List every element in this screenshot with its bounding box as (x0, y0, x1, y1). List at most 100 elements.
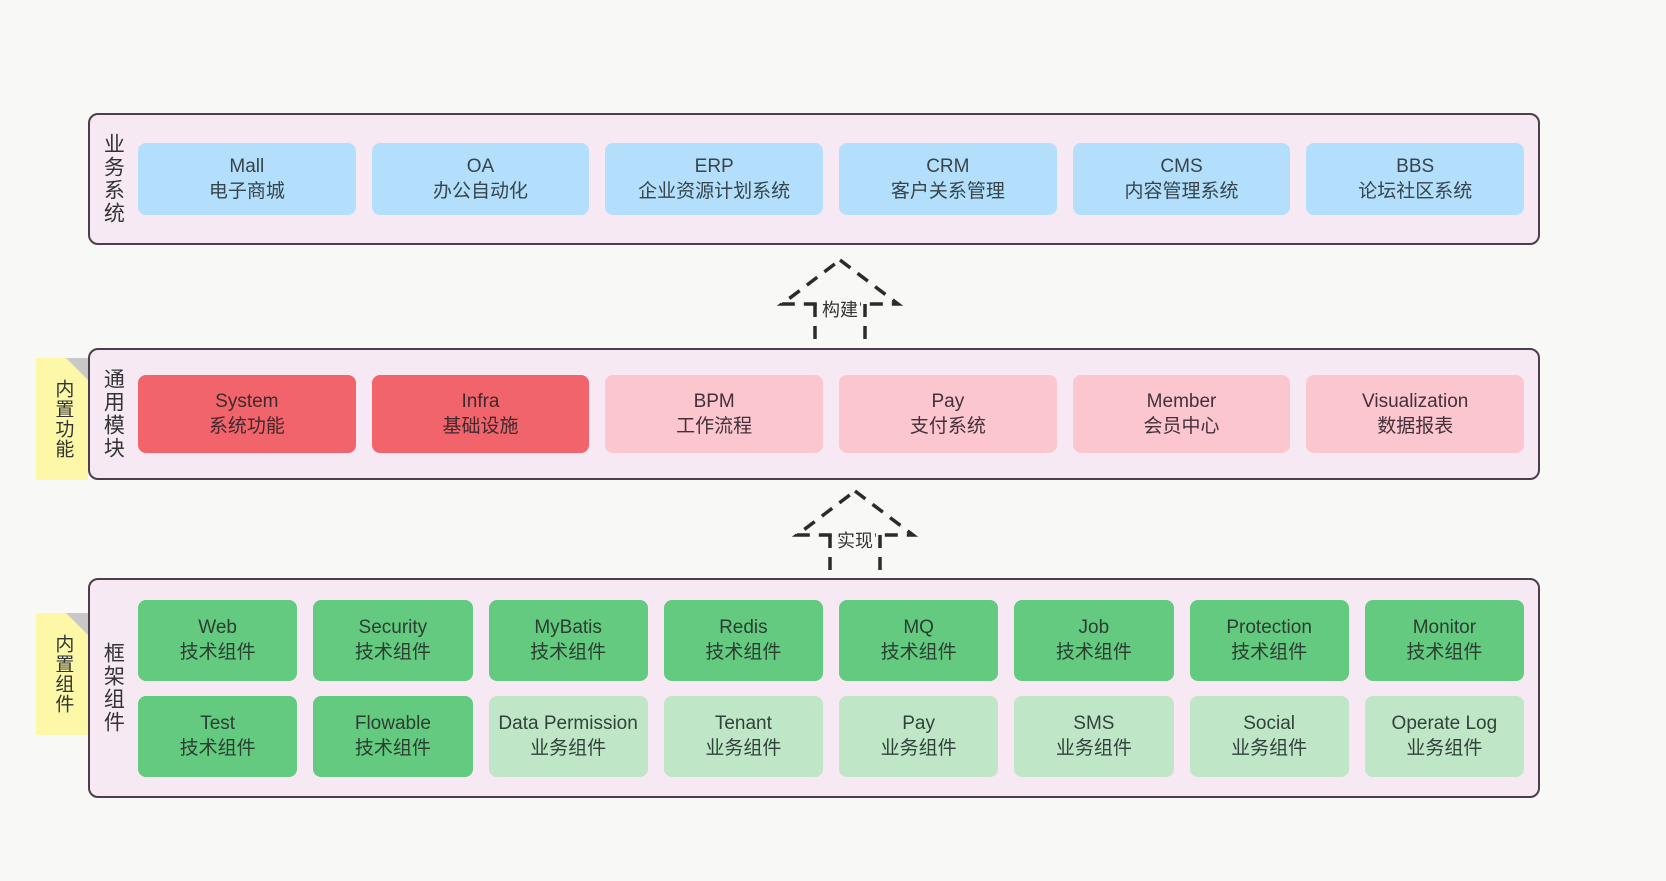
module-card-pay[interactable]: Pay 支付系统 (839, 375, 1057, 453)
module-card-subtitle: 业务组件 (1055, 738, 1132, 759)
layer-body-framework-component: Web 技术组件 Security 技术组件 MyBatis 技术组件 Redi… (134, 580, 1538, 796)
module-card-title: Mall (229, 155, 265, 177)
module-card-subtitle: 企业资源计划系统 (638, 181, 791, 202)
module-card-subtitle: 办公自动化 (433, 181, 529, 202)
layer-framework-component: 框架组件 Web 技术组件 Security 技术组件 MyBatis 技术组件… (88, 578, 1540, 798)
layer-common-module: 通用模块 System 系统功能 Infra 基础设施 BPM 工作流程 Pay… (88, 348, 1540, 480)
module-card-operate-log[interactable]: Operate Log 业务组件 (1364, 695, 1524, 777)
module-card-title: Security (358, 616, 428, 638)
sticky-note-builtin-components: 内置组件 (36, 613, 88, 735)
module-card-title: Flowable (354, 712, 431, 734)
module-card-title: Infra (461, 390, 500, 412)
layer-body-common-module: System 系统功能 Infra 基础设施 BPM 工作流程 Pay 支付系统… (134, 350, 1538, 478)
module-card-title: BPM (693, 390, 735, 412)
module-card-test[interactable]: Test 技术组件 (138, 695, 298, 777)
module-card-erp[interactable]: ERP 企业资源计划系统 (605, 143, 824, 215)
module-card-title: CMS (1160, 155, 1203, 177)
module-card-subtitle: 技术组件 (179, 738, 256, 759)
module-card-subtitle: 工作流程 (676, 416, 753, 437)
module-card-bpm[interactable]: BPM 工作流程 (605, 375, 824, 453)
module-card-bbs[interactable]: BBS 论坛社区系统 (1306, 143, 1525, 215)
module-card-infra[interactable]: Infra 基础设施 (371, 375, 590, 453)
module-card-subtitle: 业务组件 (705, 738, 782, 759)
module-card-data-permission[interactable]: Data Permission 业务组件 (488, 695, 648, 777)
module-card-title: Web (198, 616, 237, 638)
module-card-subtitle: 系统功能 (208, 416, 285, 437)
module-card-subtitle: 技术组件 (354, 738, 431, 759)
module-card-title: Redis (719, 616, 768, 638)
module-card-subtitle: 业务组件 (1231, 738, 1308, 759)
connector-build-label: 构建 (820, 296, 860, 322)
module-card-title: Member (1146, 390, 1217, 412)
module-card-mybatis[interactable]: MyBatis 技术组件 (488, 599, 648, 681)
module-card-subtitle: 支付系统 (909, 416, 986, 437)
module-card-subtitle: 基础设施 (442, 416, 519, 437)
module-card-pay-business[interactable]: Pay 业务组件 (839, 695, 999, 777)
module-card-cms[interactable]: CMS 内容管理系统 (1072, 143, 1291, 215)
module-card-system[interactable]: System 系统功能 (138, 375, 356, 453)
module-card-title: MyBatis (534, 616, 602, 638)
sticky-note-label: 内置组件 (52, 634, 74, 714)
module-card-security[interactable]: Security 技术组件 (313, 599, 473, 681)
layer-row: System 系统功能 Infra 基础设施 BPM 工作流程 Pay 支付系统… (138, 375, 1525, 453)
module-card-member[interactable]: Member 会员中心 (1072, 375, 1291, 453)
module-card-title: Job (1078, 616, 1110, 638)
module-card-title: OA (466, 155, 495, 177)
connector-realize-label: 实现 (835, 527, 875, 553)
module-card-title: Pay (931, 390, 965, 412)
layer-business-system: 业务系统 Mall 电子商城 OA 办公自动化 ERP 企业资源计划系统 CRM… (88, 113, 1540, 245)
layer-title-framework-component: 框架组件 (101, 642, 125, 734)
module-card-title: Visualization (1362, 390, 1469, 412)
connector-build: 构建 (760, 256, 920, 356)
module-card-subtitle: 内容管理系统 (1124, 181, 1239, 202)
module-card-visualization[interactable]: Visualization 数据报表 (1306, 375, 1525, 453)
module-card-social[interactable]: Social 业务组件 (1189, 695, 1349, 777)
module-card-protection[interactable]: Protection 技术组件 (1189, 599, 1349, 681)
layer-title-common-module: 通用模块 (101, 368, 125, 460)
module-card-redis[interactable]: Redis 技术组件 (663, 599, 823, 681)
sticky-fold-corner-icon (66, 358, 88, 380)
module-card-web[interactable]: Web 技术组件 (138, 599, 298, 681)
sticky-note-label: 内置功能 (52, 379, 74, 459)
module-card-oa[interactable]: OA 办公自动化 (371, 143, 590, 215)
module-card-sms[interactable]: SMS 业务组件 (1014, 695, 1174, 777)
module-card-subtitle: 业务组件 (1406, 738, 1483, 759)
module-card-mq[interactable]: MQ 技术组件 (839, 599, 999, 681)
module-card-subtitle: 技术组件 (705, 642, 782, 663)
module-card-crm[interactable]: CRM 客户关系管理 (839, 143, 1057, 215)
layer-row: Web 技术组件 Security 技术组件 MyBatis 技术组件 Redi… (138, 599, 1524, 681)
module-card-subtitle: 技术组件 (179, 642, 256, 663)
layer-title-business-system: 业务系统 (101, 133, 125, 225)
module-card-subtitle: 业务组件 (880, 738, 957, 759)
module-card-subtitle: 论坛社区系统 (1358, 181, 1473, 202)
generalization-arrowhead (791, 488, 919, 537)
module-card-title: MQ (903, 616, 934, 638)
module-card-subtitle: 数据报表 (1377, 416, 1454, 437)
module-card-title: Tenant (714, 712, 772, 734)
generalization-arrowhead (776, 257, 904, 306)
module-card-title: Protection (1226, 616, 1312, 638)
module-card-mall[interactable]: Mall 电子商城 (138, 143, 356, 215)
module-card-title: System (215, 390, 279, 412)
module-card-subtitle: 业务组件 (530, 738, 607, 759)
module-card-subtitle: 技术组件 (530, 642, 607, 663)
module-card-subtitle: 技术组件 (354, 642, 431, 663)
module-card-flowable[interactable]: Flowable 技术组件 (313, 695, 473, 777)
module-card-title: CRM (926, 155, 970, 177)
sticky-note-builtin-features: 内置功能 (36, 358, 88, 480)
module-card-monitor[interactable]: Monitor 技术组件 (1364, 599, 1524, 681)
module-card-title: Data Permission (498, 712, 638, 734)
module-card-tenant[interactable]: Tenant 业务组件 (663, 695, 823, 777)
connector-realize: 实现 (775, 487, 935, 587)
module-card-job[interactable]: Job 技术组件 (1014, 599, 1174, 681)
module-card-subtitle: 客户关系管理 (890, 181, 1005, 202)
module-card-subtitle: 技术组件 (1055, 642, 1132, 663)
layer-body-business-system: Mall 电子商城 OA 办公自动化 ERP 企业资源计划系统 CRM 客户关系… (134, 115, 1538, 243)
layer-row: Test 技术组件 Flowable 技术组件 Data Permission … (138, 695, 1524, 777)
module-card-title: ERP (694, 155, 734, 177)
module-card-title: Pay (902, 712, 935, 734)
module-card-title: Test (200, 712, 236, 734)
module-card-subtitle: 电子商城 (208, 181, 285, 202)
sticky-fold-corner-icon (66, 613, 88, 635)
